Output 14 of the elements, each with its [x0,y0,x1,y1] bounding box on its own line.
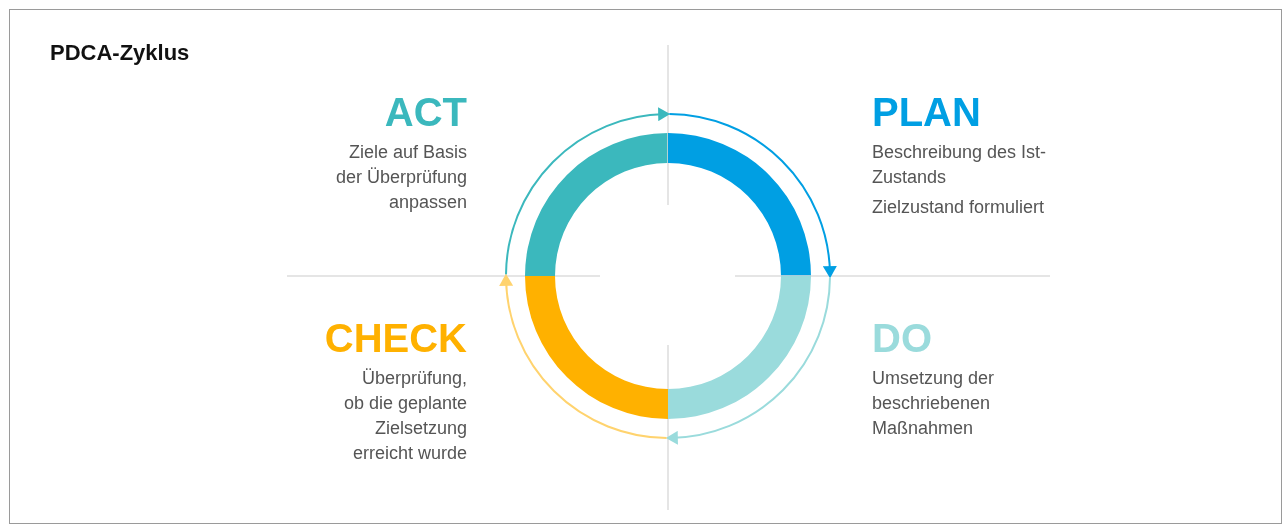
cycle-arrow [499,273,668,439]
phase-description: Überprüfung, ob die geplante Zielsetzung erreicht wurde [342,367,467,465]
phase-heading: DO [872,316,932,360]
cycle-arrow [505,107,671,276]
phase-heading: CHECK [324,316,467,360]
phase-heading: PLAN [872,90,981,134]
phase-description: Beschreibung des Ist-Zustands [872,141,1048,189]
cycle-arrow [665,276,831,445]
phase-description: Zielzustand formuliert [872,196,1046,219]
phase-description: Umsetzung der beschriebenen Maßnahmen [872,367,996,440]
cycle-arrow [668,113,837,279]
diagram-title: PDCA-Zyklus [50,40,190,66]
phase-heading: ACT [384,90,467,134]
phase-description: Ziele auf Basis der Überprüfung anpassen [334,141,467,214]
